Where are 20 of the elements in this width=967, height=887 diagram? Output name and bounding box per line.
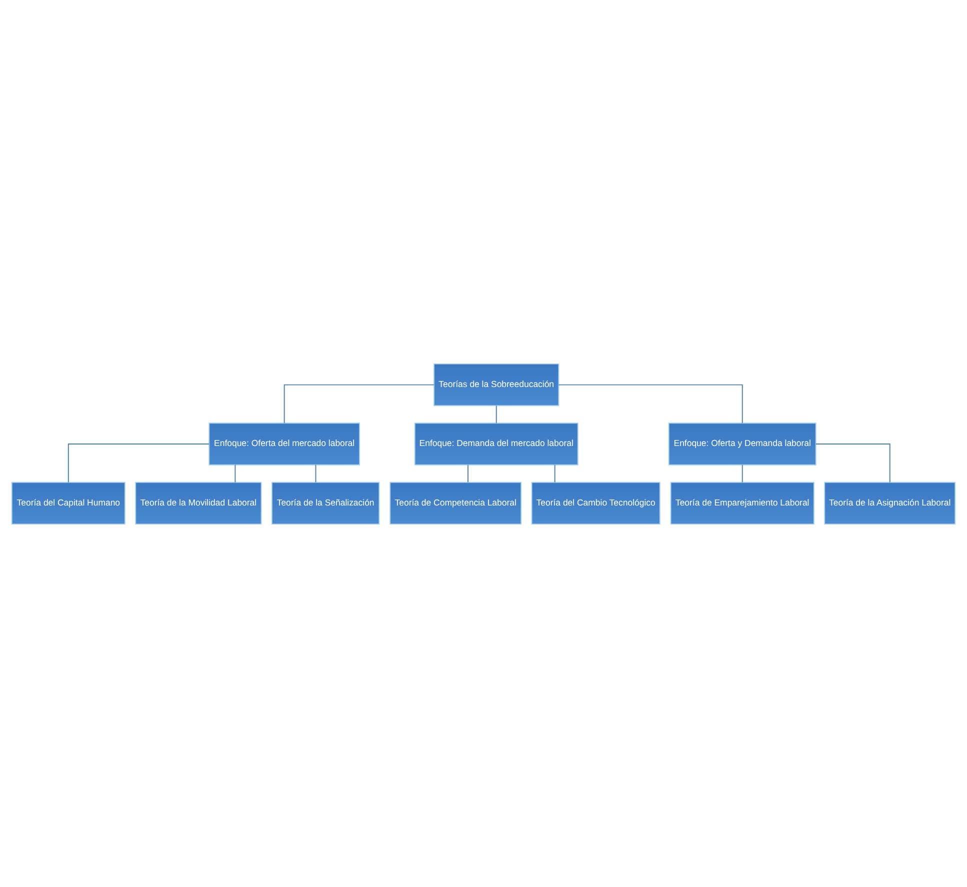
node-box: Enfoque: Oferta y Demanda laboral [668, 422, 816, 465]
node-box: Teorías de la Sobreeducación [434, 362, 560, 406]
node-box: Teoría de la Asignación Laboral [824, 481, 956, 524]
node-box: Teoría del Capital Humano [11, 481, 126, 524]
node-box: Enfoque: Oferta del mercado laboral [208, 422, 360, 465]
connector [558, 384, 743, 424]
connector [554, 464, 556, 482]
node-box: Teoría de la Señalización [271, 481, 380, 524]
connector [815, 443, 890, 482]
connector [315, 464, 316, 482]
node-box: Enfoque: Demanda del mercado laboral [414, 422, 578, 465]
connector [742, 464, 743, 482]
connector [496, 404, 497, 424]
node-box: Teoría del Cambio Tecnológico [531, 481, 660, 524]
node-box: Teoría de Emparejamiento Laboral [670, 481, 814, 524]
node-box: Teoría de la Movilidad Laboral [135, 481, 262, 524]
connector [234, 464, 236, 482]
connector [68, 443, 210, 482]
node-box: Teoría de Competencia Laboral [390, 481, 522, 524]
connector [284, 384, 434, 424]
